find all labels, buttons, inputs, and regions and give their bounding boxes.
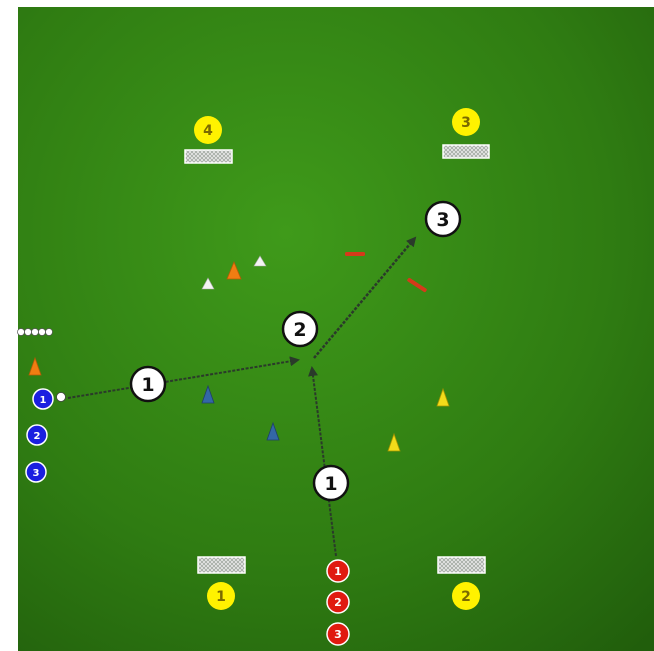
red-player-2: 2 — [327, 591, 349, 613]
blue-player-2-label: 2 — [34, 431, 41, 442]
goal-1-mini-goal — [198, 557, 245, 573]
red-marker-icon — [345, 252, 365, 256]
goal-2-badge: 2 — [452, 582, 480, 610]
red-player-1: 1 — [327, 560, 349, 582]
blue-player-3: 3 — [26, 462, 46, 482]
soccer-ball-icon — [57, 393, 66, 402]
step-2-label: 2 — [293, 319, 306, 341]
blue-player-1: 1 — [33, 389, 53, 409]
goal-3-label: 3 — [461, 115, 471, 131]
goal-4-label: 4 — [203, 123, 213, 139]
red-player-1-label: 1 — [334, 565, 342, 578]
goal-3-mini-goal — [443, 145, 489, 158]
step-1-left-marker: 1 — [131, 367, 165, 401]
red-player-3: 3 — [327, 623, 349, 645]
goal-1-badge: 1 — [207, 582, 235, 610]
red-player-2-label: 2 — [334, 596, 342, 609]
red-player-3-label: 3 — [334, 628, 342, 641]
step-3-marker: 3 — [426, 202, 460, 236]
step-1-bottom-label: 1 — [324, 473, 337, 495]
blue-player-1-label: 1 — [40, 395, 47, 406]
spare-balls-icon — [18, 329, 53, 336]
goal-3-badge: 3 — [452, 108, 480, 136]
goal-4-mini-goal — [185, 150, 232, 163]
goal-1-label: 1 — [216, 589, 226, 605]
step-2-marker: 2 — [283, 312, 317, 346]
goal-4-badge: 4 — [194, 116, 222, 144]
step-1-left-label: 1 — [141, 374, 154, 396]
blue-player-3-label: 3 — [33, 468, 40, 479]
goal-2-mini-goal — [438, 557, 485, 573]
goal-2-label: 2 — [461, 589, 471, 605]
blue-player-2: 2 — [27, 425, 47, 445]
step-3-label: 3 — [436, 209, 449, 231]
step-1-bottom-marker: 1 — [314, 466, 348, 500]
